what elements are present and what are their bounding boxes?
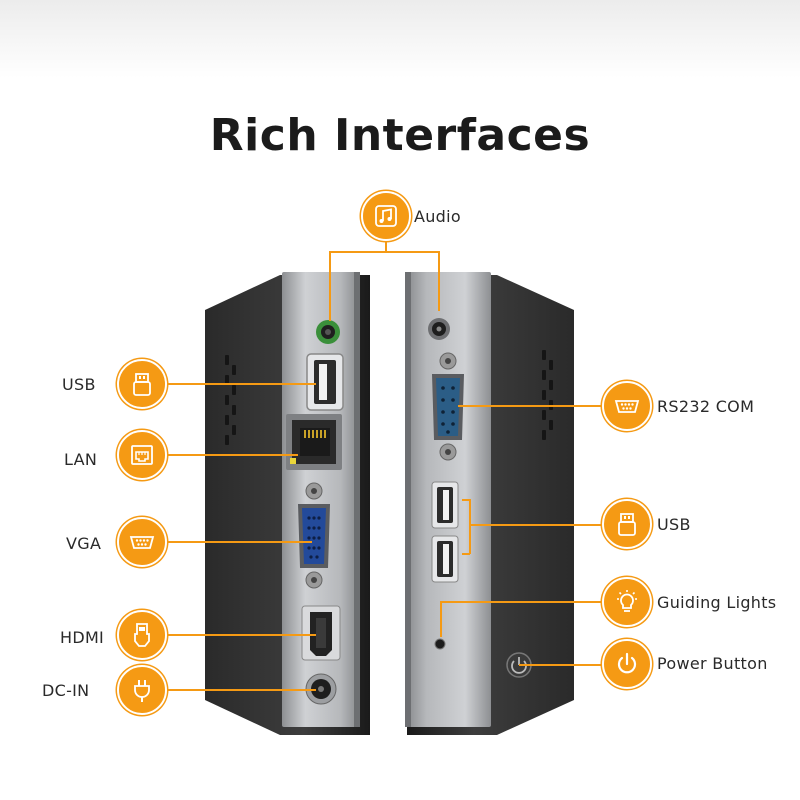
usb-left-icon-badge <box>117 359 167 409</box>
page-title: Rich Interfaces <box>209 110 591 161</box>
dc-in-leader <box>166 689 316 691</box>
guiding-lights-icon-badge <box>602 577 652 627</box>
vga-leader <box>166 541 312 543</box>
guiding-lights-leader-v <box>440 601 442 637</box>
usb-port-right-2 <box>431 535 459 583</box>
rs232-label: RS232 COM <box>657 397 755 416</box>
audio-icon-badge <box>361 191 411 241</box>
audio-leader-stem <box>385 238 387 252</box>
audio-jack-port <box>316 320 340 344</box>
music-note-icon <box>375 205 397 227</box>
dc-in-port <box>305 673 337 705</box>
lan-icon-badge <box>117 430 167 480</box>
usb-icon <box>618 513 636 536</box>
usb-left-leader <box>166 383 316 385</box>
light-bulb-icon <box>617 590 637 612</box>
vga-port <box>298 482 330 589</box>
hdmi-icon-badge <box>117 610 167 660</box>
power-button-icon-badge <box>602 639 652 689</box>
guiding-lights-leader-h <box>440 601 604 603</box>
usb-left-label: USB <box>62 375 96 394</box>
lan-leader <box>166 454 298 456</box>
rs232-leader <box>458 405 604 407</box>
usb-right-bracket-top <box>462 499 470 501</box>
vga-icon <box>129 536 155 549</box>
usb-right-leader <box>469 524 604 526</box>
usb-icon <box>133 373 151 396</box>
power-icon <box>617 652 637 674</box>
rs232-port <box>432 352 464 461</box>
usb-port-left <box>306 353 344 411</box>
audio-leader-left-v <box>329 251 331 321</box>
hdmi-icon <box>134 623 150 647</box>
usb-right-bracket-v <box>469 499 471 554</box>
power-plug-icon <box>134 680 150 702</box>
usb-port-right-1 <box>431 481 459 529</box>
power-button-leader <box>519 664 604 666</box>
audio-leader-right-v <box>438 251 440 311</box>
usb-right-bracket-bottom <box>462 553 470 555</box>
dc-in-label: DC-IN <box>42 681 90 700</box>
usb-right-icon-badge <box>602 499 652 549</box>
lan-label: LAN <box>64 450 98 469</box>
hdmi-port <box>301 605 341 661</box>
power-button-label: Power Button <box>657 654 768 673</box>
lan-port <box>286 414 342 470</box>
guiding-light-led <box>434 638 446 650</box>
usb-right-label: USB <box>657 515 691 534</box>
ethernet-icon <box>131 445 153 465</box>
rs232-icon-badge <box>602 381 652 431</box>
vga-icon-badge <box>117 517 167 567</box>
top-background-band <box>0 0 800 78</box>
audio-leader-bracket-h <box>329 251 439 253</box>
dc-in-icon-badge <box>117 665 167 715</box>
audio-label: Audio <box>414 207 461 226</box>
hdmi-leader <box>166 634 316 636</box>
serial-port-icon <box>614 400 640 413</box>
hdmi-label: HDMI <box>60 628 105 647</box>
audio-jack-port-right <box>428 318 450 340</box>
guiding-lights-label: Guiding Lights <box>657 593 777 612</box>
vga-label: VGA <box>66 534 102 553</box>
